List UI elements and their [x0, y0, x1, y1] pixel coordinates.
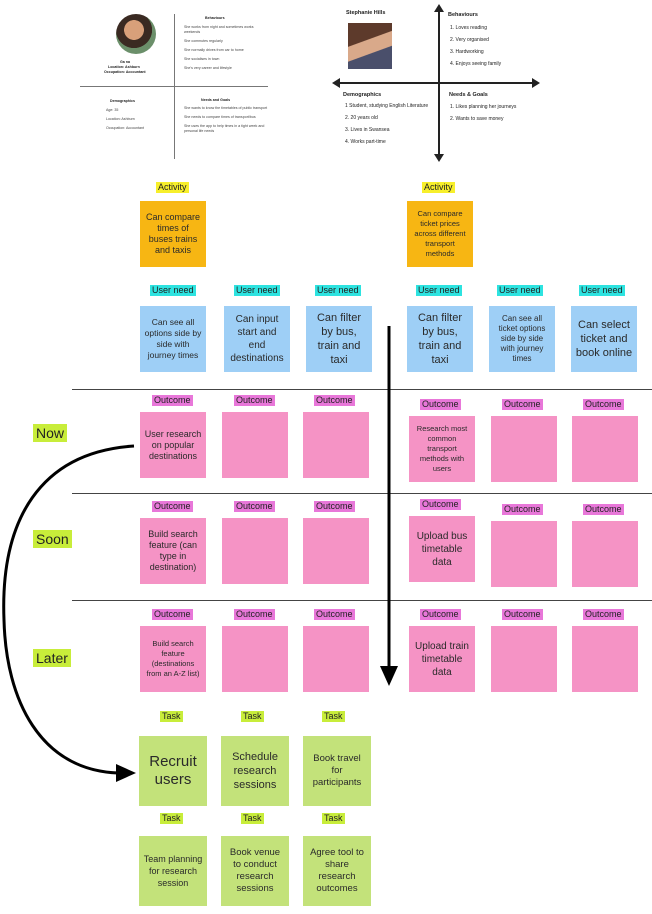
persona2-axis-arrows-h	[332, 78, 540, 88]
outcome-label-later-1: Outcome	[152, 609, 193, 620]
persona2-photo	[348, 23, 392, 69]
task-note-6: Agree tool to share research outcomes	[303, 836, 371, 906]
outcome-note-soon-2	[222, 518, 288, 584]
persona1-divider-h	[80, 86, 268, 87]
user-need-label-5: User need	[497, 285, 543, 296]
persona2-axis-h	[336, 82, 536, 84]
outcome-note-soon-3	[303, 518, 369, 584]
task-label-5: Task	[241, 813, 264, 824]
activity-label-2: Activity	[422, 182, 455, 193]
persona1-name: Ga na	[120, 60, 130, 64]
row-label-now: Now	[33, 424, 68, 442]
persona2-needs: 1. Likes planning her journeys 2. Wants …	[450, 104, 517, 122]
persona2-name: Stephanie Hills	[346, 10, 386, 16]
persona2-demographics: 1 Student, studying English Literature 2…	[345, 103, 429, 145]
outcome-label-later-5: Outcome	[502, 609, 543, 620]
user-need-label-6: User need	[579, 285, 625, 296]
activity-note-1: Can compare times of buses trains and ta…	[140, 201, 206, 267]
task-note-1: Recruit users	[139, 736, 207, 806]
outcome-note-later-2	[222, 626, 288, 692]
vertical-arrow-head	[380, 666, 398, 686]
row-label-soon: Soon	[33, 530, 72, 548]
persona1-occupation: Occupation: Accountant	[104, 70, 146, 74]
user-need-note-5: Can see all ticket options side by side …	[489, 306, 555, 372]
outcome-note-soon-5	[491, 521, 557, 587]
outcome-note-later-5	[491, 626, 557, 692]
activity-note-2: Can compare ticket prices across differe…	[407, 201, 473, 267]
persona1-needs-title: Needs and Goals	[201, 98, 231, 102]
outcome-label-soon-1: Outcome	[152, 501, 193, 512]
outcome-label-later-3: Outcome	[314, 609, 355, 620]
outcome-note-now-4: Research most common transport methods w…	[409, 416, 475, 482]
task-note-3: Book travel for participants	[303, 736, 371, 806]
user-need-note-2: Can input start and end destinations	[224, 306, 290, 372]
row-separator-now	[72, 389, 652, 390]
outcome-label-soon-2: Outcome	[234, 501, 275, 512]
outcome-label-now-1: Outcome	[152, 395, 193, 406]
persona1-demographics-title: Demographics	[110, 99, 135, 103]
activity-label-1: Activity	[156, 182, 189, 193]
curved-arrow	[2, 444, 135, 775]
outcome-note-now-1: User research on popular destinations	[140, 412, 206, 478]
user-need-label-4: User need	[416, 285, 462, 296]
row-label-later: Later	[33, 649, 71, 667]
curved-arrow-head	[116, 764, 136, 782]
outcome-label-soon-5: Outcome	[502, 504, 543, 515]
outcome-label-now-2: Outcome	[234, 395, 275, 406]
outcome-note-later-1: Build search feature (destinations from …	[140, 626, 206, 692]
row-separator-later	[72, 600, 652, 601]
outcome-note-later-3	[303, 626, 369, 692]
task-note-5: Book venue to conduct research sessions	[221, 836, 289, 906]
outcome-label-now-3: Outcome	[314, 395, 355, 406]
row-separator-soon	[72, 493, 652, 494]
outcome-note-now-3	[303, 412, 369, 478]
outcome-label-now-4: Outcome	[420, 399, 461, 410]
user-need-note-4: Can filter by bus, train and taxi	[407, 306, 473, 372]
outcome-note-now-2	[222, 412, 288, 478]
persona1-behaviours: She works from night and sometimes works…	[184, 25, 254, 70]
outcome-note-later-4: Upload train timetable data	[409, 626, 475, 692]
user-need-label-3: User need	[315, 285, 361, 296]
outcome-label-later-4: Outcome	[420, 609, 461, 620]
persona1-needs: She wants to know the timetables of publ…	[184, 106, 268, 133]
user-need-label-2: User need	[234, 285, 280, 296]
outcome-label-later-2: Outcome	[234, 609, 275, 620]
task-label-6: Task	[322, 813, 345, 824]
persona2-demographics-title: Demographics	[343, 92, 382, 98]
persona2-behaviours-title: Behaviours	[448, 12, 478, 18]
user-need-note-1: Can see all options side by side with jo…	[140, 306, 206, 372]
outcome-note-soon-6	[572, 521, 638, 587]
outcome-note-soon-1: Build search feature (can type in destin…	[140, 518, 206, 584]
task-label-3: Task	[322, 711, 345, 722]
outcome-label-now-6: Outcome	[583, 399, 624, 410]
task-note-4: Team planning for research session	[139, 836, 207, 906]
task-label-2: Task	[241, 711, 264, 722]
outcome-label-soon-6: Outcome	[583, 504, 624, 515]
persona1-location: Location: Ashburn	[108, 65, 140, 69]
persona2-needs-title: Needs & Goals	[449, 92, 488, 98]
outcome-note-now-6	[572, 416, 638, 482]
persona2-behaviours: 1. Loves reading 2. Very organised 3. Ha…	[450, 25, 502, 67]
user-need-label-1: User need	[150, 285, 196, 296]
task-label-1: Task	[160, 711, 183, 722]
outcome-label-soon-3: Outcome	[314, 501, 355, 512]
persona1-demographics: Age: 35 Location: Ashburn Occupation: Ac…	[106, 108, 144, 130]
outcome-label-later-6: Outcome	[583, 609, 624, 620]
persona-avatar	[116, 14, 156, 54]
outcome-note-soon-4: Upload bus timetable data	[409, 516, 475, 582]
user-need-note-3: Can filter by bus, train and taxi	[306, 306, 372, 372]
persona2-axis-arrows-v	[434, 4, 444, 162]
user-need-note-6: Can select ticket and book online	[571, 306, 637, 372]
outcome-label-now-5: Outcome	[502, 399, 543, 410]
outcome-note-now-5	[491, 416, 557, 482]
outcome-note-later-6	[572, 626, 638, 692]
outcome-label-soon-4: Outcome	[420, 499, 461, 510]
persona1-behaviours-title: Behaviours	[205, 16, 225, 20]
task-label-4: Task	[160, 813, 183, 824]
task-note-2: Schedule research sessions	[221, 736, 289, 806]
